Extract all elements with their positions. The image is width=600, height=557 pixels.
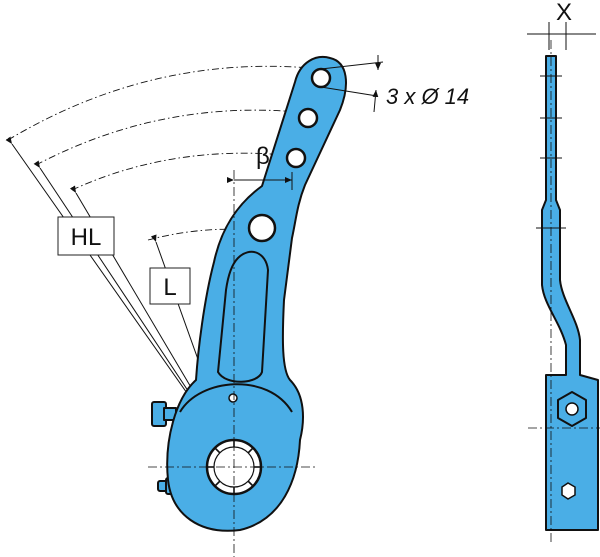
pin — [228, 393, 238, 403]
hole-large — [247, 213, 277, 243]
holes-label: 3 x Ø 14 — [386, 84, 469, 109]
housing-arc — [179, 383, 293, 413]
l-label-box: L — [149, 267, 191, 305]
hole-1 — [310, 67, 332, 89]
arm-pocket — [216, 250, 270, 383]
hl-label-box: HL — [57, 216, 115, 256]
x-label: X — [556, 0, 572, 26]
hole-3 — [285, 147, 307, 169]
front-view: β 3 x Ø 14 HL L — [5, 55, 469, 557]
hex-nut — [557, 391, 587, 427]
hl-arc-outer — [7, 65, 311, 141]
hl-arc-inner — [71, 152, 286, 191]
hole-2 — [297, 107, 319, 129]
lever-body — [166, 56, 347, 532]
small-hex — [561, 482, 576, 500]
l-label: L — [163, 274, 176, 301]
side-bolt — [151, 401, 177, 427]
beta-dimension: β — [227, 143, 293, 190]
hole-dimension: 3 x Ø 14 — [320, 55, 469, 113]
beta-label: β — [256, 143, 270, 170]
hl-arc-middle — [35, 109, 299, 166]
side-profile — [541, 55, 599, 531]
l-arc — [147, 228, 259, 241]
side-view: X — [527, 0, 600, 545]
x-dimension: X — [527, 0, 596, 50]
hl-label: HL — [71, 224, 102, 251]
